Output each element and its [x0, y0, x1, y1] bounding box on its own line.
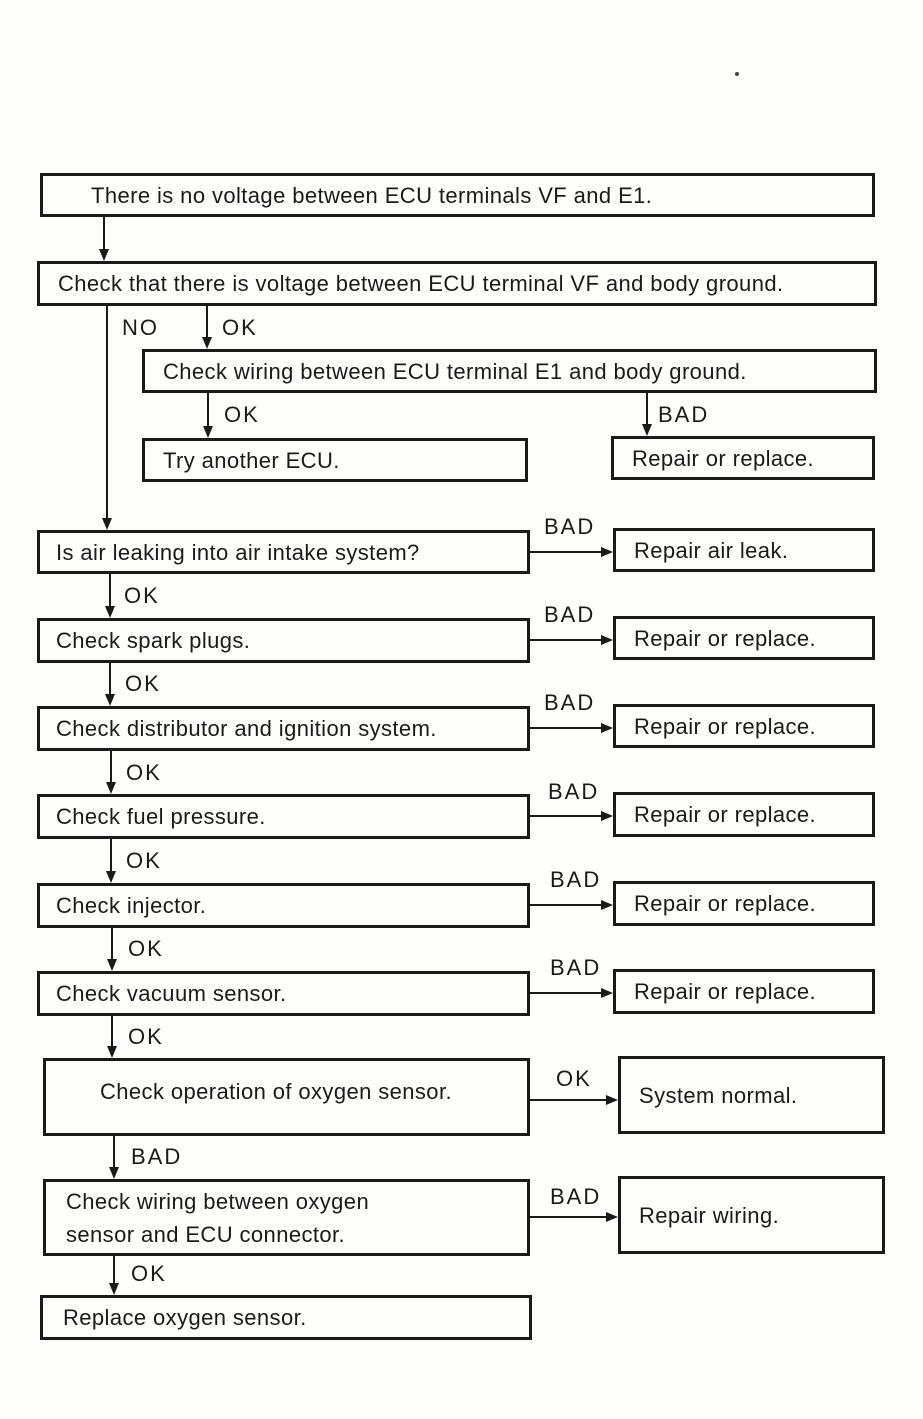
flow-line	[109, 663, 111, 694]
flow-line	[207, 393, 209, 426]
node-air-leak-question: Is air leaking into air intake system?	[37, 530, 530, 574]
arrow-head	[606, 1095, 618, 1105]
flow-line	[113, 1136, 115, 1167]
flow-line	[530, 904, 601, 906]
flow-line	[530, 1216, 606, 1218]
arrow-head	[601, 635, 613, 645]
flow-line	[530, 815, 601, 817]
node-check-oxygen-wiring: Check wiring between oxygen sensor and E…	[43, 1179, 530, 1256]
branch-label-ok: OK	[224, 402, 260, 427]
arrow-head	[642, 424, 652, 436]
node-repair-or-replace-4: Repair or replace.	[613, 792, 875, 837]
node-check-spark-plugs: Check spark plugs.	[37, 618, 530, 663]
node-no-voltage: There is no voltage between ECU terminal…	[40, 173, 875, 217]
branch-label-bad: BAD	[550, 1184, 602, 1209]
flow-line	[530, 992, 601, 994]
node-replace-oxygen-sensor: Replace oxygen sensor.	[40, 1295, 532, 1340]
node-repair-wiring: Repair wiring.	[618, 1176, 885, 1254]
branch-label-bad: BAD	[550, 955, 602, 980]
flow-line	[111, 928, 113, 959]
branch-label-bad: BAD	[131, 1144, 183, 1169]
node-repair-or-replace-1: Repair or replace.	[611, 436, 875, 480]
node-repair-or-replace-2: Repair or replace.	[613, 616, 875, 660]
arrow-head	[106, 782, 116, 794]
node-try-another-ecu: Try another ECU.	[142, 438, 528, 482]
branch-label-ok: OK	[125, 671, 161, 696]
flow-line	[530, 551, 601, 553]
node-check-vacuum-sensor: Check vacuum sensor.	[37, 971, 530, 1016]
flow-line	[206, 306, 208, 337]
flow-line	[110, 839, 112, 871]
flow-line	[106, 306, 108, 518]
arrow-head	[601, 900, 613, 910]
branch-label-ok: OK	[556, 1066, 592, 1091]
branch-label-bad: BAD	[550, 867, 602, 892]
node-check-oxygen-sensor-operation: Check operation of oxygen sensor.	[43, 1058, 530, 1136]
branch-label-bad: BAD	[544, 514, 596, 539]
branch-label-ok: OK	[131, 1261, 167, 1286]
flow-line	[111, 1016, 113, 1046]
arrow-head	[601, 547, 613, 557]
arrow-head	[202, 337, 212, 349]
arrow-head	[109, 1167, 119, 1179]
flow-line	[530, 1099, 606, 1101]
arrow-head	[601, 723, 613, 733]
arrow-head	[99, 249, 109, 261]
node-repair-air-leak: Repair air leak.	[613, 528, 875, 572]
branch-label-ok: OK	[128, 936, 164, 961]
branch-label-ok: OK	[126, 848, 162, 873]
node-check-e1-wiring: Check wiring between ECU terminal E1 and…	[142, 349, 877, 393]
node-system-normal: System normal.	[618, 1056, 885, 1134]
branch-label-bad: BAD	[544, 690, 596, 715]
flow-line	[530, 727, 601, 729]
arrow-head	[107, 1046, 117, 1058]
node-repair-or-replace-3: Repair or replace.	[613, 704, 875, 748]
flow-line	[103, 217, 105, 249]
flow-line	[113, 1256, 115, 1283]
flow-line	[109, 574, 111, 606]
branch-label-bad: BAD	[544, 602, 596, 627]
arrow-head	[606, 1212, 618, 1222]
scan-speck	[735, 72, 739, 76]
arrow-head	[106, 871, 116, 883]
branch-label-ok: OK	[126, 760, 162, 785]
node-repair-or-replace-5: Repair or replace.	[613, 881, 875, 926]
branch-label-ok: OK	[222, 315, 258, 340]
node-repair-or-replace-6: Repair or replace.	[613, 969, 875, 1014]
flow-line	[646, 393, 648, 424]
arrow-head	[601, 811, 613, 821]
arrow-head	[601, 988, 613, 998]
arrow-head	[105, 606, 115, 618]
flow-line	[530, 639, 601, 641]
node-check-distributor: Check distributor and ignition system.	[37, 706, 530, 751]
branch-label-ok: OK	[124, 583, 160, 608]
branch-label-no: NO	[122, 315, 159, 340]
node-check-vf-body-ground: Check that there is voltage between ECU …	[37, 261, 877, 306]
arrow-head	[109, 1283, 119, 1295]
node-check-injector: Check injector.	[37, 883, 530, 928]
arrow-head	[102, 518, 112, 530]
arrow-head	[107, 959, 117, 971]
flow-line	[110, 751, 112, 782]
branch-label-bad: BAD	[658, 402, 710, 427]
node-check-fuel-pressure: Check fuel pressure.	[37, 794, 530, 839]
arrow-head	[203, 426, 213, 438]
arrow-head	[105, 694, 115, 706]
branch-label-bad: BAD	[548, 779, 600, 804]
branch-label-ok: OK	[128, 1024, 164, 1049]
